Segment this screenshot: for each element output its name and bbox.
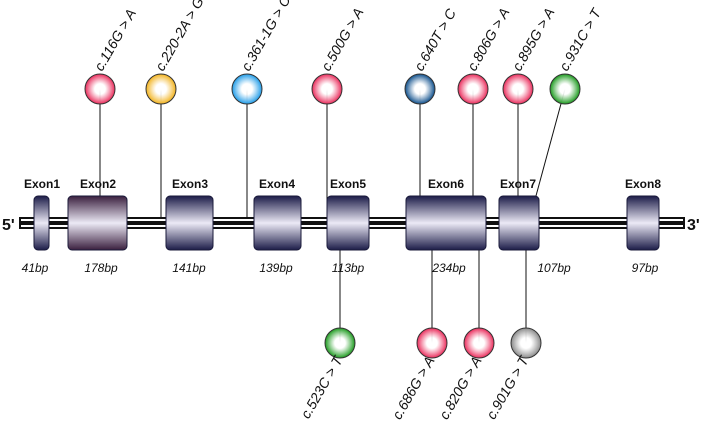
variant-marker-bottom: [324, 327, 356, 359]
exon-label: Exon4: [259, 177, 295, 191]
exon-size-label: 139bp: [259, 261, 293, 275]
variant-marker-top: [502, 73, 534, 105]
exon-box-3: [165, 195, 214, 251]
variant-label-top: c.806G > A: [464, 5, 513, 74]
variant-marker-top: [549, 73, 581, 105]
variant-label-top: c.640T > C: [411, 5, 460, 73]
variant-label-bottom: c.820G > A: [436, 354, 485, 423]
exon-size-label: 41bp: [22, 261, 49, 275]
exon-size-label: 178bp: [84, 261, 118, 275]
variant-marker-top: [404, 73, 436, 105]
variant-markers: [84, 73, 581, 359]
variant-marker-bottom: [416, 327, 448, 359]
exon-boxes: [33, 195, 660, 251]
variant-marker-top: [231, 73, 263, 105]
exon-box-1: [33, 195, 50, 251]
exon-label: Exon6: [428, 177, 464, 191]
exon-label: Exon8: [625, 177, 661, 191]
exon-label: Exon1: [24, 177, 60, 191]
variant-label-top: c.116G > A: [91, 6, 139, 74]
variant-marker-top: [145, 73, 177, 105]
variant-label-top: c.500G > A: [318, 5, 367, 74]
exon-size-label: 107bp: [537, 261, 571, 275]
variant-marker-top: [84, 73, 116, 105]
exon-box-4: [253, 195, 302, 251]
variant-label-bottom: c.686G > A: [389, 354, 438, 423]
variant-label-top: c.895G > A: [509, 5, 558, 74]
five-prime-label: 5': [2, 217, 15, 234]
variant-label-top: c.220-2A > G: [152, 0, 207, 73]
exon-label: Exon3: [172, 177, 208, 191]
exon-label: Exon5: [330, 177, 366, 191]
exon-size-label: 141bp: [172, 261, 206, 275]
exon-box-6: [405, 195, 487, 251]
exon-size-label: 97bp: [632, 261, 659, 275]
exon-label: Exon7: [500, 177, 536, 191]
exon-box-8: [626, 195, 660, 251]
exon-size-label: 113bp: [332, 261, 365, 275]
variant-label-top: c.361-1G > C: [238, 0, 294, 74]
variant-marker-top: [311, 73, 343, 105]
exon-box-5: [326, 195, 370, 251]
variant-label-bottom: c.523C > T: [297, 352, 346, 421]
variant-marker-bottom: [463, 327, 495, 359]
three-prime-label: 3': [687, 217, 700, 234]
exon-size-label: 234bp: [431, 261, 466, 275]
variant-marker-top: [457, 73, 489, 105]
variant-label-top: c.931C > T: [556, 5, 605, 74]
variant-marker-bottom: [510, 327, 542, 359]
variant-label-bottom: c.901G > T: [483, 352, 532, 422]
exon-box-2: [67, 195, 128, 251]
exon-label: Exon2: [80, 177, 116, 191]
exon-box-7: [498, 195, 540, 251]
